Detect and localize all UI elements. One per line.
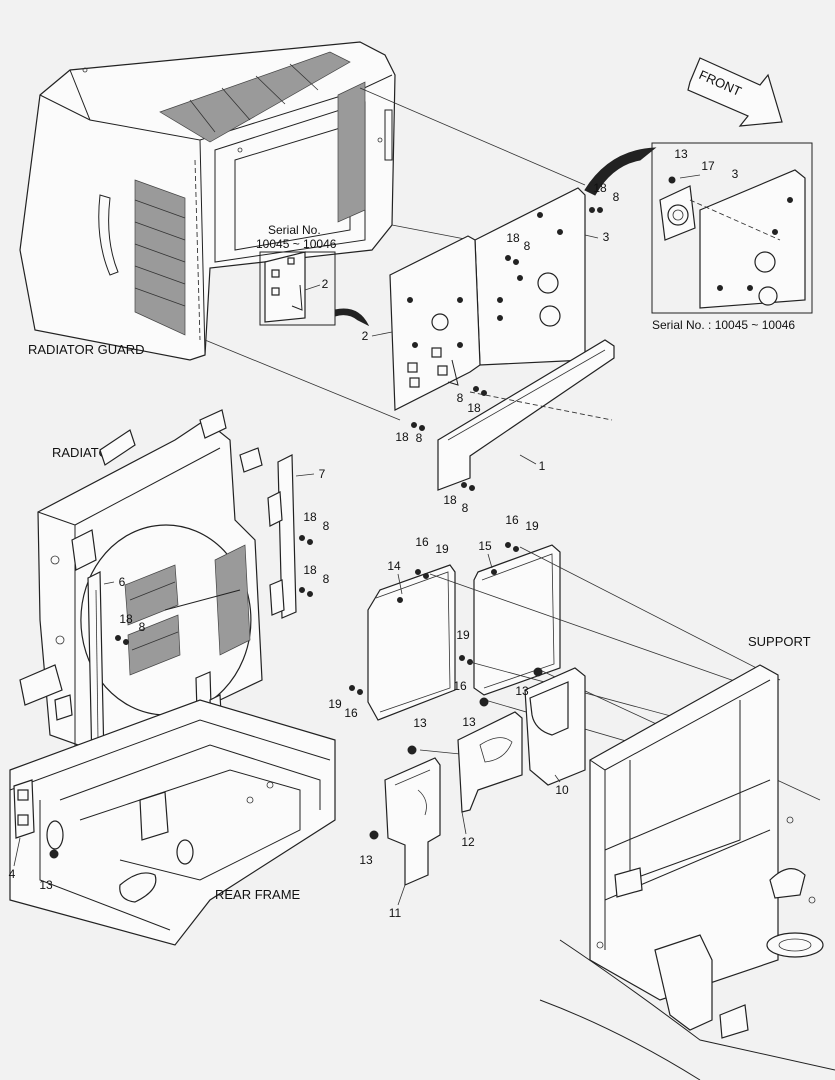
callout-13-c: 13 bbox=[413, 716, 427, 730]
callout-16-d: 16 bbox=[344, 706, 358, 720]
callout-2-inset: 2 bbox=[322, 277, 329, 291]
callout-14: 14 bbox=[387, 559, 401, 573]
callout-18-left: 18 bbox=[119, 612, 133, 626]
panel-14: 14 16 19 19 16 bbox=[328, 535, 456, 721]
serial-left-title: Serial No. bbox=[268, 223, 321, 237]
callout-13-b: 13 bbox=[462, 715, 476, 729]
callout-10: 10 bbox=[555, 783, 569, 797]
callout-18-top: 18 bbox=[593, 181, 607, 195]
callout-8-mid: 8 bbox=[457, 391, 464, 405]
callout-18-mid: 18 bbox=[467, 401, 481, 415]
pointer-arrow-left bbox=[334, 308, 370, 327]
callout-3: 3 bbox=[603, 230, 610, 244]
callout-13-d: 13 bbox=[359, 853, 373, 867]
callout-12: 12 bbox=[461, 835, 475, 849]
callout-19-d: 19 bbox=[328, 697, 342, 711]
callout-18-bot: 18 bbox=[443, 493, 457, 507]
callout-19-c: 19 bbox=[456, 628, 470, 642]
callout-7: 7 bbox=[319, 467, 326, 481]
callout-19-a: 19 bbox=[435, 542, 449, 556]
callout-8-plate: 8 bbox=[524, 239, 531, 253]
callout-8-bot: 8 bbox=[462, 501, 469, 515]
panel-15: 15 16 19 19 16 bbox=[453, 513, 561, 696]
serial-range-right: Serial No. : 10045 ~ 10046 bbox=[652, 318, 795, 332]
callout-2: 2 bbox=[362, 329, 369, 343]
callout-16-a: 16 bbox=[415, 535, 429, 549]
callout-6: 6 bbox=[119, 575, 126, 589]
guide-lines-top bbox=[204, 87, 586, 421]
callout-11: 11 bbox=[389, 906, 402, 920]
callout-4: 4 bbox=[9, 867, 16, 881]
callout-8-right-2: 8 bbox=[323, 572, 330, 586]
callout-15: 15 bbox=[478, 539, 492, 553]
callout-17-inset: 17 bbox=[701, 159, 715, 173]
callout-13-inset: 13 bbox=[674, 147, 688, 161]
radiator-guard-drawing bbox=[19, 41, 396, 361]
callout-18-right-2: 18 bbox=[303, 563, 317, 577]
callout-19-b: 19 bbox=[525, 519, 539, 533]
pointer-arrow-right bbox=[584, 147, 657, 196]
callout-8-left: 8 bbox=[139, 620, 146, 634]
callout-18-plate: 18 bbox=[506, 231, 520, 245]
bracket-6: 6 18 8 bbox=[87, 571, 146, 767]
callout-16-b: 16 bbox=[505, 513, 519, 527]
rear-frame-drawing: 4 13 bbox=[9, 699, 336, 946]
cover-10: 13 10 bbox=[515, 667, 586, 797]
front-direction-arrow: FRONT bbox=[687, 57, 783, 127]
callout-8-right-1: 8 bbox=[323, 519, 330, 533]
callout-18-low: 18 bbox=[395, 430, 409, 444]
bracket-7: 7 18 8 18 8 bbox=[267, 454, 330, 619]
cover-11: 13 13 11 bbox=[359, 716, 441, 920]
callout-16-c: 16 bbox=[453, 679, 467, 693]
label-rear-frame: REAR FRAME bbox=[215, 887, 301, 902]
callout-13-f: 13 bbox=[39, 878, 53, 892]
callout-3-inset: 3 bbox=[732, 167, 739, 181]
serial-left-range: 10045 ~ 10046 bbox=[256, 237, 337, 251]
callout-18-right-1: 18 bbox=[303, 510, 317, 524]
panel-assembly: 18 8 3 18 8 2 8 18 18 8 1 18 8 bbox=[362, 181, 620, 515]
label-radiator-guard: RADIATOR GUARD bbox=[28, 342, 145, 357]
callout-13-a: 13 bbox=[515, 684, 529, 698]
label-support: SUPPORT bbox=[748, 634, 811, 649]
callout-1: 1 bbox=[539, 459, 546, 473]
support-frame-drawing bbox=[539, 664, 835, 1080]
callout-8-low: 8 bbox=[416, 431, 423, 445]
serial-inset-right: 13 17 3 Serial No. : 10045 ~ 10046 bbox=[651, 142, 813, 332]
serial-inset-left: Serial No. 10045 ~ 10046 2 bbox=[256, 223, 337, 326]
callout-8-top: 8 bbox=[613, 190, 620, 204]
cover-12: 13 12 bbox=[457, 697, 523, 849]
